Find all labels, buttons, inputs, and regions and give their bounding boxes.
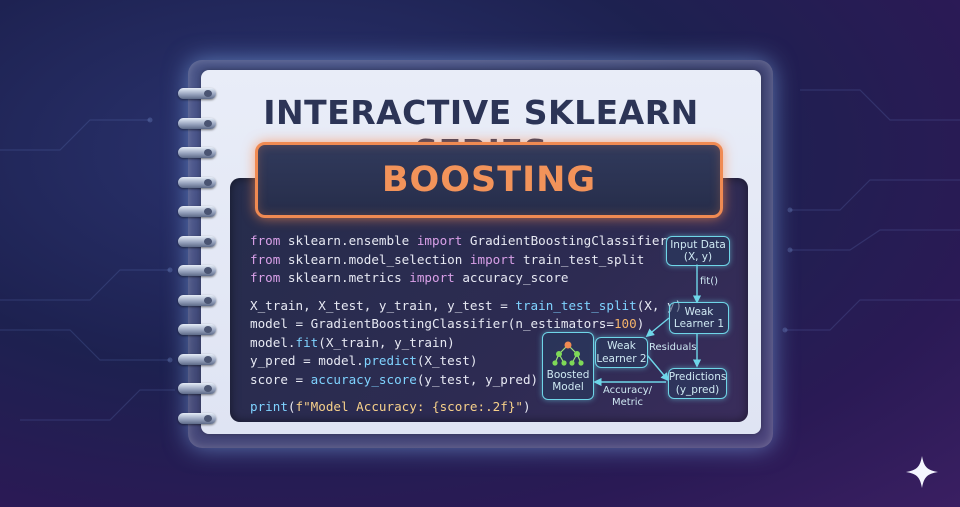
code-token: f"Model Accuracy: {score:.2f}" bbox=[295, 399, 523, 414]
code-token: ) bbox=[522, 399, 531, 414]
code-token: train_test_split bbox=[515, 297, 637, 313]
node-boosted-model-label: Boosted Model bbox=[546, 368, 590, 394]
edge-to-weak-2 bbox=[645, 317, 670, 338]
topic-title: BOOSTING bbox=[381, 160, 597, 200]
code-token: from bbox=[250, 251, 281, 267]
code-token: model. bbox=[250, 334, 296, 350]
notebook-ring-icon bbox=[178, 383, 216, 394]
node-weak-learner-2-label: Weak Learner 2 bbox=[596, 340, 647, 365]
code-token: sklearn.ensemble bbox=[280, 233, 417, 248]
notebook-ring-icon bbox=[178, 88, 216, 99]
code-token: sklearn.metrics bbox=[280, 270, 410, 285]
node-weak-learner-1-label: Weak Learner 1 bbox=[673, 305, 725, 331]
code-line: X_train, X_test, y_train, y_test = train… bbox=[250, 297, 682, 316]
notebook-ring-icon bbox=[178, 117, 216, 129]
notebook-ring-icon bbox=[178, 176, 216, 188]
code-token: 100 bbox=[613, 316, 637, 331]
node-weak-learner-1: Weak Learner 1 bbox=[669, 302, 729, 334]
node-predictions-label: Predictions (y_pred) bbox=[668, 371, 727, 396]
topic-badge: BOOSTING bbox=[255, 142, 723, 218]
node-predictions: Predictions (y_pred) bbox=[668, 368, 727, 399]
code-token: (y_test, y_pred) bbox=[416, 371, 539, 387]
sparkle-icon bbox=[906, 456, 938, 488]
code-line: model.fit(X_train, y_train) bbox=[250, 334, 670, 353]
code-line: from sklearn.ensemble import GradientBoo… bbox=[250, 232, 670, 251]
code-token: score = bbox=[250, 371, 311, 387]
tree-icon bbox=[552, 341, 584, 366]
code-token: (X_test) bbox=[416, 353, 478, 368]
code-line: print(f"Model Accuracy: {score:.2f}") bbox=[250, 398, 670, 417]
notebook-ring-icon bbox=[178, 412, 216, 424]
notebook-ring-icon bbox=[178, 324, 216, 335]
edge-residuals bbox=[646, 354, 670, 382]
edge-label-fit: fit() bbox=[700, 276, 719, 287]
code-token: from bbox=[250, 270, 281, 285]
code-token: import bbox=[469, 251, 516, 267]
node-boosted-model: Boosted Model bbox=[542, 332, 594, 400]
code-token: fit bbox=[295, 334, 319, 350]
node-input-data-label: Input Data (X, y) bbox=[670, 238, 726, 264]
code-block: from sklearn.ensemble import GradientBoo… bbox=[250, 232, 682, 417]
code-line: model = GradientBoostingClassifier(n_est… bbox=[250, 315, 670, 334]
code-token: accuracy_score bbox=[310, 371, 417, 387]
notebook-ring-icon bbox=[178, 265, 216, 276]
code-token: model = GradientBoostingClassifier(n_est… bbox=[250, 316, 614, 331]
code-token: print bbox=[250, 399, 288, 414]
code-line: score = accuracy_score(y_test, y_pred) bbox=[250, 371, 670, 390]
node-weak-learner-2: Weak Learner 2 bbox=[595, 337, 648, 368]
code-token: y_pred = model. bbox=[250, 353, 364, 368]
code-token: from bbox=[250, 233, 281, 248]
code-line: y_pred = model.predict(X_test) bbox=[250, 352, 670, 371]
code-token: GradientBoostingClassifier bbox=[462, 233, 668, 248]
node-input-data: Input Data (X, y) bbox=[666, 236, 730, 266]
notebook-ring-icon bbox=[178, 235, 216, 247]
notebook-ring-icon bbox=[178, 147, 216, 158]
code-token: ( bbox=[287, 399, 296, 414]
code-token: import bbox=[409, 270, 455, 285]
code-token: X_train, X_test, y_train, y_test = bbox=[250, 297, 516, 313]
code-token: sklearn.model_selection bbox=[280, 251, 470, 267]
code-token: predict bbox=[363, 353, 417, 368]
code-token: ) bbox=[636, 316, 645, 331]
notebook-ring-icon bbox=[178, 294, 216, 306]
code-line: from sklearn.model_selection import trai… bbox=[250, 251, 670, 270]
code-token: (X_train, y_train) bbox=[318, 334, 455, 350]
code-token: train_test_split bbox=[515, 251, 645, 267]
notebook-ring-icon bbox=[178, 206, 216, 217]
code-line: from sklearn.metrics import accuracy_sco… bbox=[250, 269, 670, 288]
edge-label-accuracy: Accuracy/ Metric bbox=[603, 385, 653, 408]
code-token: import bbox=[416, 233, 463, 248]
code-token: accuracy_score bbox=[454, 270, 569, 285]
edge-label-residuals: Residuals bbox=[649, 342, 697, 353]
notebook-ring-icon bbox=[178, 353, 216, 365]
